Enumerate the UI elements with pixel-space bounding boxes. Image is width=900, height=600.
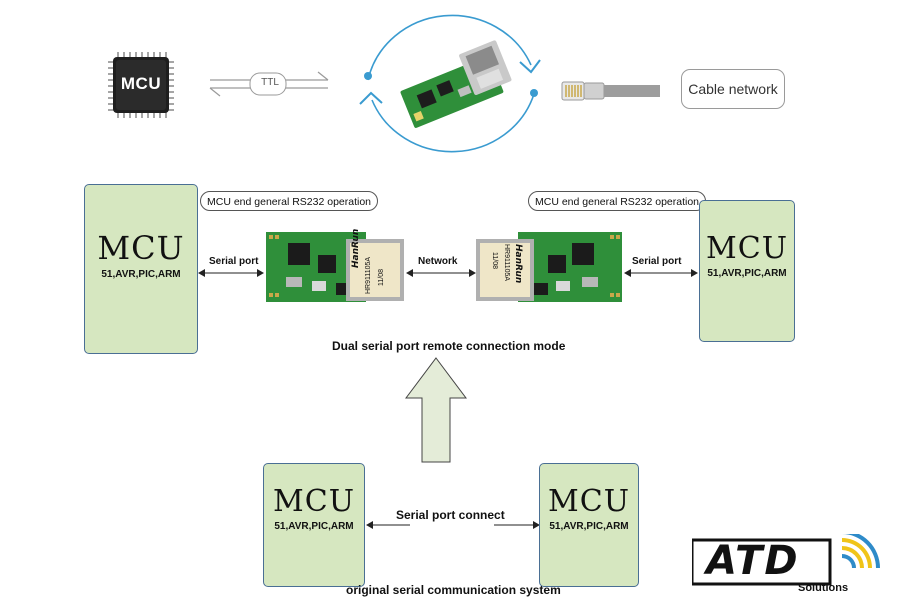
atd-logo: ATD Solutions <box>692 534 888 596</box>
ttl-label: TTL <box>261 77 279 88</box>
mcu-title: MCU <box>548 484 630 519</box>
cycle-diagram <box>356 0 556 170</box>
ttl-connection-arrow <box>206 64 332 104</box>
dual-mode-caption: Dual serial port remote connection mode <box>332 339 566 353</box>
mcu-box-bottom-right: MCU 51,AVR,PIC,ARM <box>539 463 639 587</box>
mcu-subtitle: 51,AVR,PIC,ARM <box>549 521 629 532</box>
jack-date: 11/08 <box>378 269 385 286</box>
logo-tagline: Solutions <box>798 582 849 594</box>
jack-model: HR911105A <box>365 256 372 294</box>
network-label: Network <box>418 256 458 267</box>
mcu-box-left: MCU 51,AVR,PIC,ARM <box>84 184 198 354</box>
serial-port-label-right: Serial port <box>632 256 682 267</box>
cable-network-box: Cable network <box>681 69 785 109</box>
serial-port-connect-arrow <box>366 520 540 530</box>
logo-letters: ATD <box>706 538 800 584</box>
rj45-cable-icon <box>560 76 664 106</box>
mcu-subtitle: 51,AVR,PIC,ARM <box>707 268 787 279</box>
mcu-box-bottom-left: MCU 51,AVR,PIC,ARM <box>263 463 365 587</box>
mcu-chip-icon <box>106 50 176 120</box>
jack-model: HR911105A <box>503 244 510 282</box>
operation-label-left: MCU end general RS232 operation <box>200 191 379 211</box>
ethernet-module-right <box>476 229 626 305</box>
mcu-subtitle: 51,AVR,PIC,ARM <box>274 521 354 532</box>
rj45-jack-right: HanRun HR911105A 11/08 <box>482 244 528 296</box>
serial-ethernet-module-image <box>386 36 526 136</box>
original-system-caption: original serial communication system <box>346 583 561 597</box>
serial-port-arrow-right <box>624 268 698 278</box>
operation-label-right: MCU end general RS232 operation <box>528 191 707 211</box>
network-arrow <box>406 268 476 278</box>
jack-brand: HanRun <box>513 244 523 284</box>
serial-port-arrow-left <box>198 268 264 278</box>
ethernet-module-left <box>266 229 406 305</box>
serial-port-label-left: Serial port <box>209 256 259 267</box>
mcu-title: MCU <box>706 231 788 266</box>
jack-brand: HanRun <box>351 228 361 268</box>
upgrade-up-arrow <box>404 356 468 466</box>
rj45-jack-left: HanRun HR911105A 11/08 <box>351 229 391 296</box>
mcu-title: MCU <box>273 484 355 519</box>
chip-label: MCU <box>120 74 162 93</box>
mcu-title: MCU <box>97 229 185 267</box>
mcu-box-right: MCU 51,AVR,PIC,ARM <box>699 200 795 342</box>
serial-port-connect-label: Serial port connect <box>396 508 505 522</box>
jack-date: 11/08 <box>491 252 498 269</box>
mcu-subtitle: 51,AVR,PIC,ARM <box>101 269 181 280</box>
